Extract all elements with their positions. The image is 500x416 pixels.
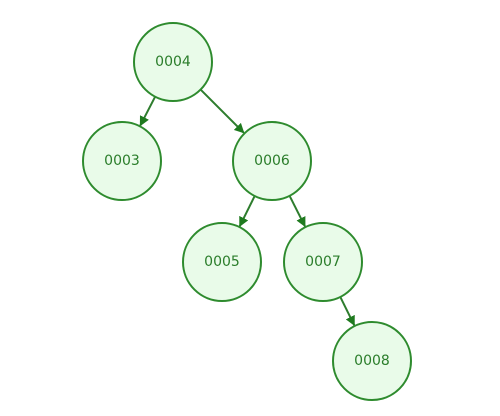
tree-node-0004[interactable]: 0004: [133, 22, 213, 102]
node-circle: [182, 222, 262, 302]
node-label: 0008: [354, 353, 390, 369]
node-label: 0007: [305, 254, 341, 270]
node-label: 0005: [204, 254, 240, 270]
node-circle: [332, 321, 412, 401]
node-circle: [82, 121, 162, 201]
node-circle: [232, 121, 312, 201]
edge-n4-n3: [139, 96, 157, 127]
tree-node-0008[interactable]: 0008: [332, 321, 412, 401]
node-circle: [283, 222, 363, 302]
node-label: 0004: [155, 54, 191, 70]
node-label: 0006: [254, 153, 290, 169]
tree-node-0005[interactable]: 0005: [182, 222, 262, 302]
edge-n4-n6: [199, 88, 245, 134]
edge-n6-n7: [288, 195, 306, 228]
edge-n7-n8: [339, 296, 356, 327]
node-label: 0003: [104, 153, 140, 169]
edges-layer: [139, 88, 356, 327]
tree-node-0006[interactable]: 0006: [232, 121, 312, 201]
tree-node-0003[interactable]: 0003: [82, 121, 162, 201]
node-circle: [133, 22, 213, 102]
nodes-layer: 0004 0003 0006 0005 0007 0008: [82, 22, 412, 401]
edge-n6-n5: [238, 195, 256, 228]
tree-node-0007[interactable]: 0007: [283, 222, 363, 302]
